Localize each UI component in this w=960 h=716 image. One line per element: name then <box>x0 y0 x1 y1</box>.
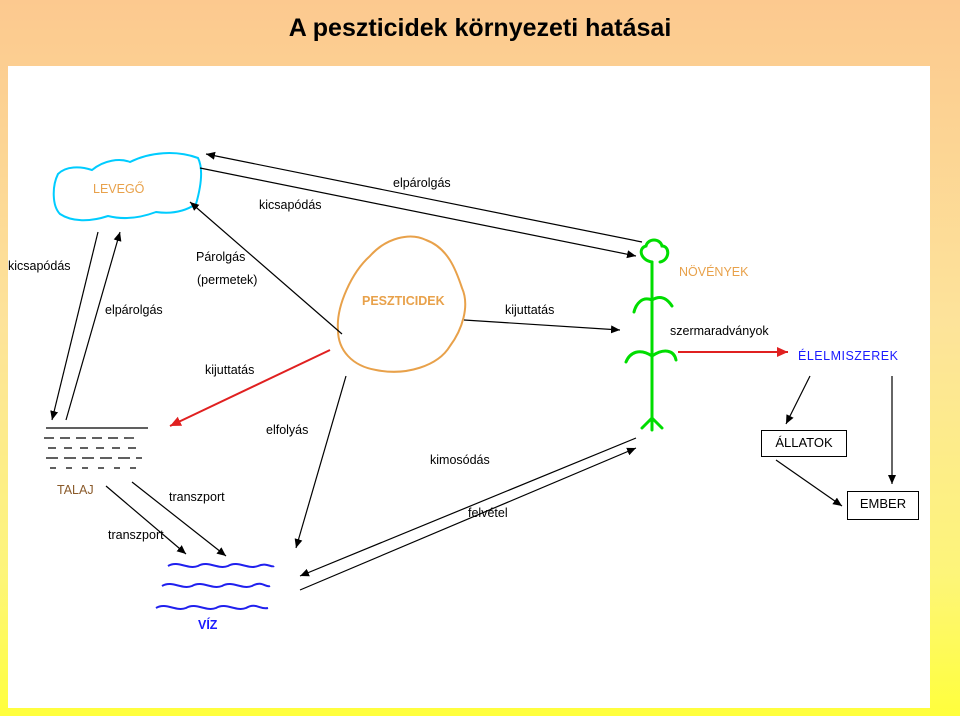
arrow-runoff <box>294 375 347 549</box>
arrows <box>50 151 896 591</box>
edge-transport-1-label: transzport <box>169 490 225 504</box>
node-animals-box: ÁLLATOK <box>761 430 847 457</box>
page-title: A peszticidek környezeti hatásai <box>288 14 672 42</box>
edge-runoff-label: elfolyás <box>266 423 309 437</box>
arrow-vapor <box>189 201 343 335</box>
soil-icon <box>44 427 148 469</box>
edge-residues-label: szermaradványok <box>670 324 769 338</box>
arrow-evaporation-left <box>65 231 122 421</box>
edge-release-plants-label: kijuttatás <box>505 303 555 317</box>
edge-release-soil-label: kijuttatás <box>205 363 255 377</box>
arrow-transport-2 <box>105 485 187 555</box>
edge-precip-top-label: kicsapódás <box>259 198 322 212</box>
node-plants-label: NÖVÉNYEK <box>679 265 749 279</box>
arrow-precipitation-left <box>50 231 99 421</box>
arrow-evaporation-top <box>205 151 643 243</box>
arrow-release-soil <box>169 349 331 427</box>
arrow-precipitation-top <box>199 167 637 259</box>
edge-evap-top-label: elpárolgás <box>393 176 451 190</box>
arrow-uptake <box>299 447 637 591</box>
node-water-label: VÍZ <box>198 618 218 632</box>
water-icon <box>155 563 275 610</box>
edge-precip-left-label: kicsapódás <box>8 259 71 273</box>
arrow-transport-1 <box>131 481 227 557</box>
edge-transport-2-label: transzport <box>108 528 164 542</box>
arrow-release-plants <box>463 319 621 334</box>
edge-uptake-label: felvétel <box>468 506 508 520</box>
node-soil-label: TALAJ <box>57 483 94 497</box>
arrow-food-animals <box>785 375 811 425</box>
node-air-label: LEVEGŐ <box>93 182 145 196</box>
arrow-animals-human <box>775 459 843 507</box>
diagram-panel <box>8 66 930 708</box>
arrow-leaching <box>299 437 637 577</box>
node-food-label: ÉLELMISZEREK <box>798 349 899 363</box>
edge-spray-label: (permetek) <box>197 273 258 287</box>
node-human-box: EMBER <box>847 491 919 520</box>
plant-icon <box>624 238 678 432</box>
edge-evap-left-label: elpárolgás <box>105 303 163 317</box>
edge-leaching-label: kimosódás <box>430 453 490 467</box>
node-pesticides-label: PESZTICIDEK <box>362 294 445 308</box>
edge-vapor-label: Párolgás <box>196 250 246 264</box>
